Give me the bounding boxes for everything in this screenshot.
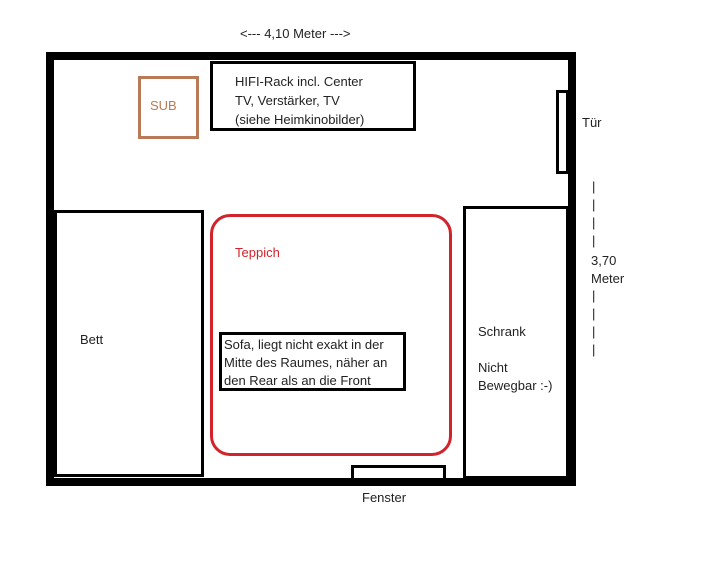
window-label: Fenster bbox=[362, 490, 407, 505]
hifi-rack-line-1: HIFI-Rack incl. Center bbox=[235, 74, 363, 89]
sofa-line-2: Mitte des Raumes, näher an bbox=[224, 355, 388, 370]
height-dimension-unit: Meter bbox=[591, 271, 625, 286]
hifi-rack-line-3: (siehe Heimkinobilder) bbox=[235, 112, 365, 127]
window bbox=[351, 465, 446, 481]
sofa-line-1: Sofa, liegt nicht exakt in der bbox=[224, 337, 384, 352]
height-dimension-pipes-bottom: | | | | bbox=[592, 288, 596, 357]
wardrobe: Schrank Nicht Bewegbar :-) bbox=[463, 206, 569, 479]
wardrobe-label: Schrank bbox=[478, 324, 526, 339]
door bbox=[556, 90, 569, 174]
hifi-rack-line-2: TV, Verstärker, TV bbox=[235, 93, 340, 108]
bed-label: Bett bbox=[80, 332, 104, 347]
subwoofer: SUB bbox=[138, 76, 199, 139]
sofa: Sofa, liegt nicht exakt in der Mitte des… bbox=[219, 332, 406, 391]
wardrobe-note-2: Bewegbar :-) bbox=[478, 378, 553, 393]
hifi-rack: HIFI-Rack incl. Center TV, Verstärker, T… bbox=[210, 61, 416, 131]
room-walls bbox=[46, 52, 576, 486]
sofa-line-3: den Rear als an die Front bbox=[224, 373, 371, 388]
door-label: Tür bbox=[582, 115, 602, 130]
bed: Bett bbox=[54, 210, 204, 477]
carpet-label: Teppich bbox=[235, 245, 280, 260]
height-dimension-pipes-top: | | | | bbox=[592, 179, 596, 248]
height-dimension-value: 3,70 bbox=[591, 253, 617, 268]
wardrobe-note-1: Nicht bbox=[478, 360, 508, 375]
subwoofer-label: SUB bbox=[150, 98, 177, 113]
room-width-label: <--- 4,10 Meter ---> bbox=[240, 26, 351, 41]
